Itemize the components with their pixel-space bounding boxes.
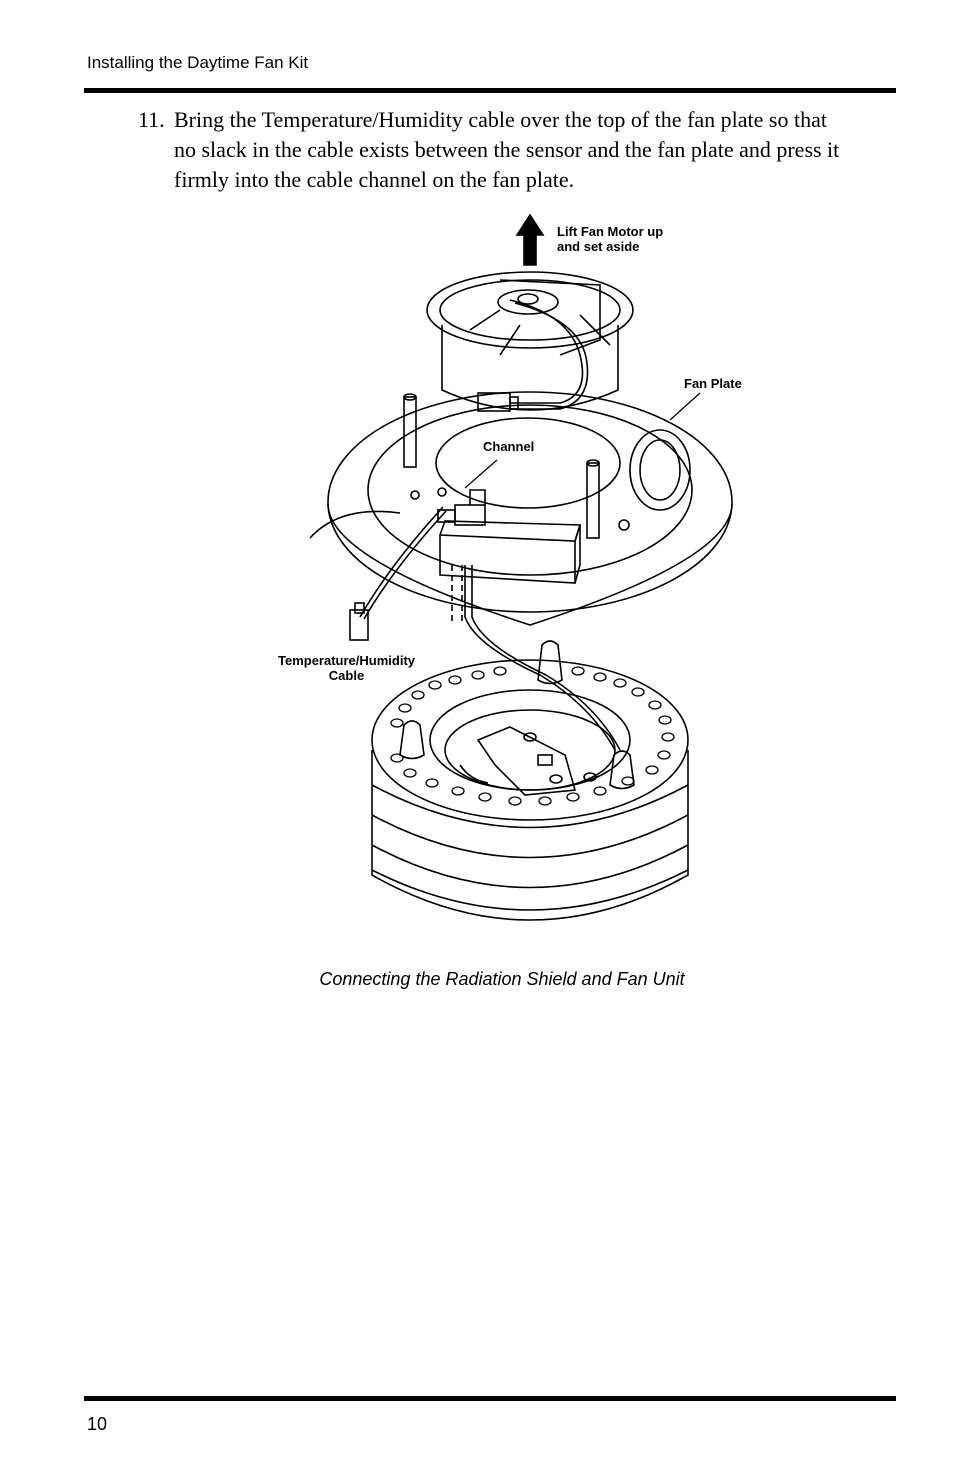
fan-assembly-drawing <box>309 213 733 921</box>
radiation-shield <box>371 640 689 921</box>
assembly-illustration: Lift Fan Motor up and set aside Fan Plat… <box>260 205 780 965</box>
fan-plate <box>327 391 733 626</box>
step-number: 11. <box>138 107 165 132</box>
label-lift-fan-motor: Lift Fan Motor up and set aside <box>557 224 664 254</box>
running-header: Installing the Daytime Fan Kit <box>87 53 309 72</box>
page-number: 10 <box>87 1414 108 1434</box>
step-text-line: firmly into the cable channel on the fan… <box>174 167 575 192</box>
label-temperature-humidity-cable: Temperature/Humidity Cable <box>278 653 416 683</box>
step-text: Bring the Temperature/Humidity cable ove… <box>174 105 894 195</box>
temperature-humidity-cable <box>309 506 621 751</box>
step-text-line: Bring the Temperature/Humidity cable ove… <box>174 107 827 132</box>
figure-caption: Connecting the Radiation Shield and Fan … <box>319 969 685 989</box>
label-fan-plate: Fan Plate <box>684 376 742 391</box>
header-rule <box>84 88 896 93</box>
lift-arrow-icon <box>515 213 545 266</box>
label-channel: Channel <box>483 439 535 454</box>
step-text-line: no slack in the cable exists between the… <box>174 137 840 162</box>
footer-rule <box>84 1396 896 1401</box>
fan-motor <box>426 271 634 412</box>
